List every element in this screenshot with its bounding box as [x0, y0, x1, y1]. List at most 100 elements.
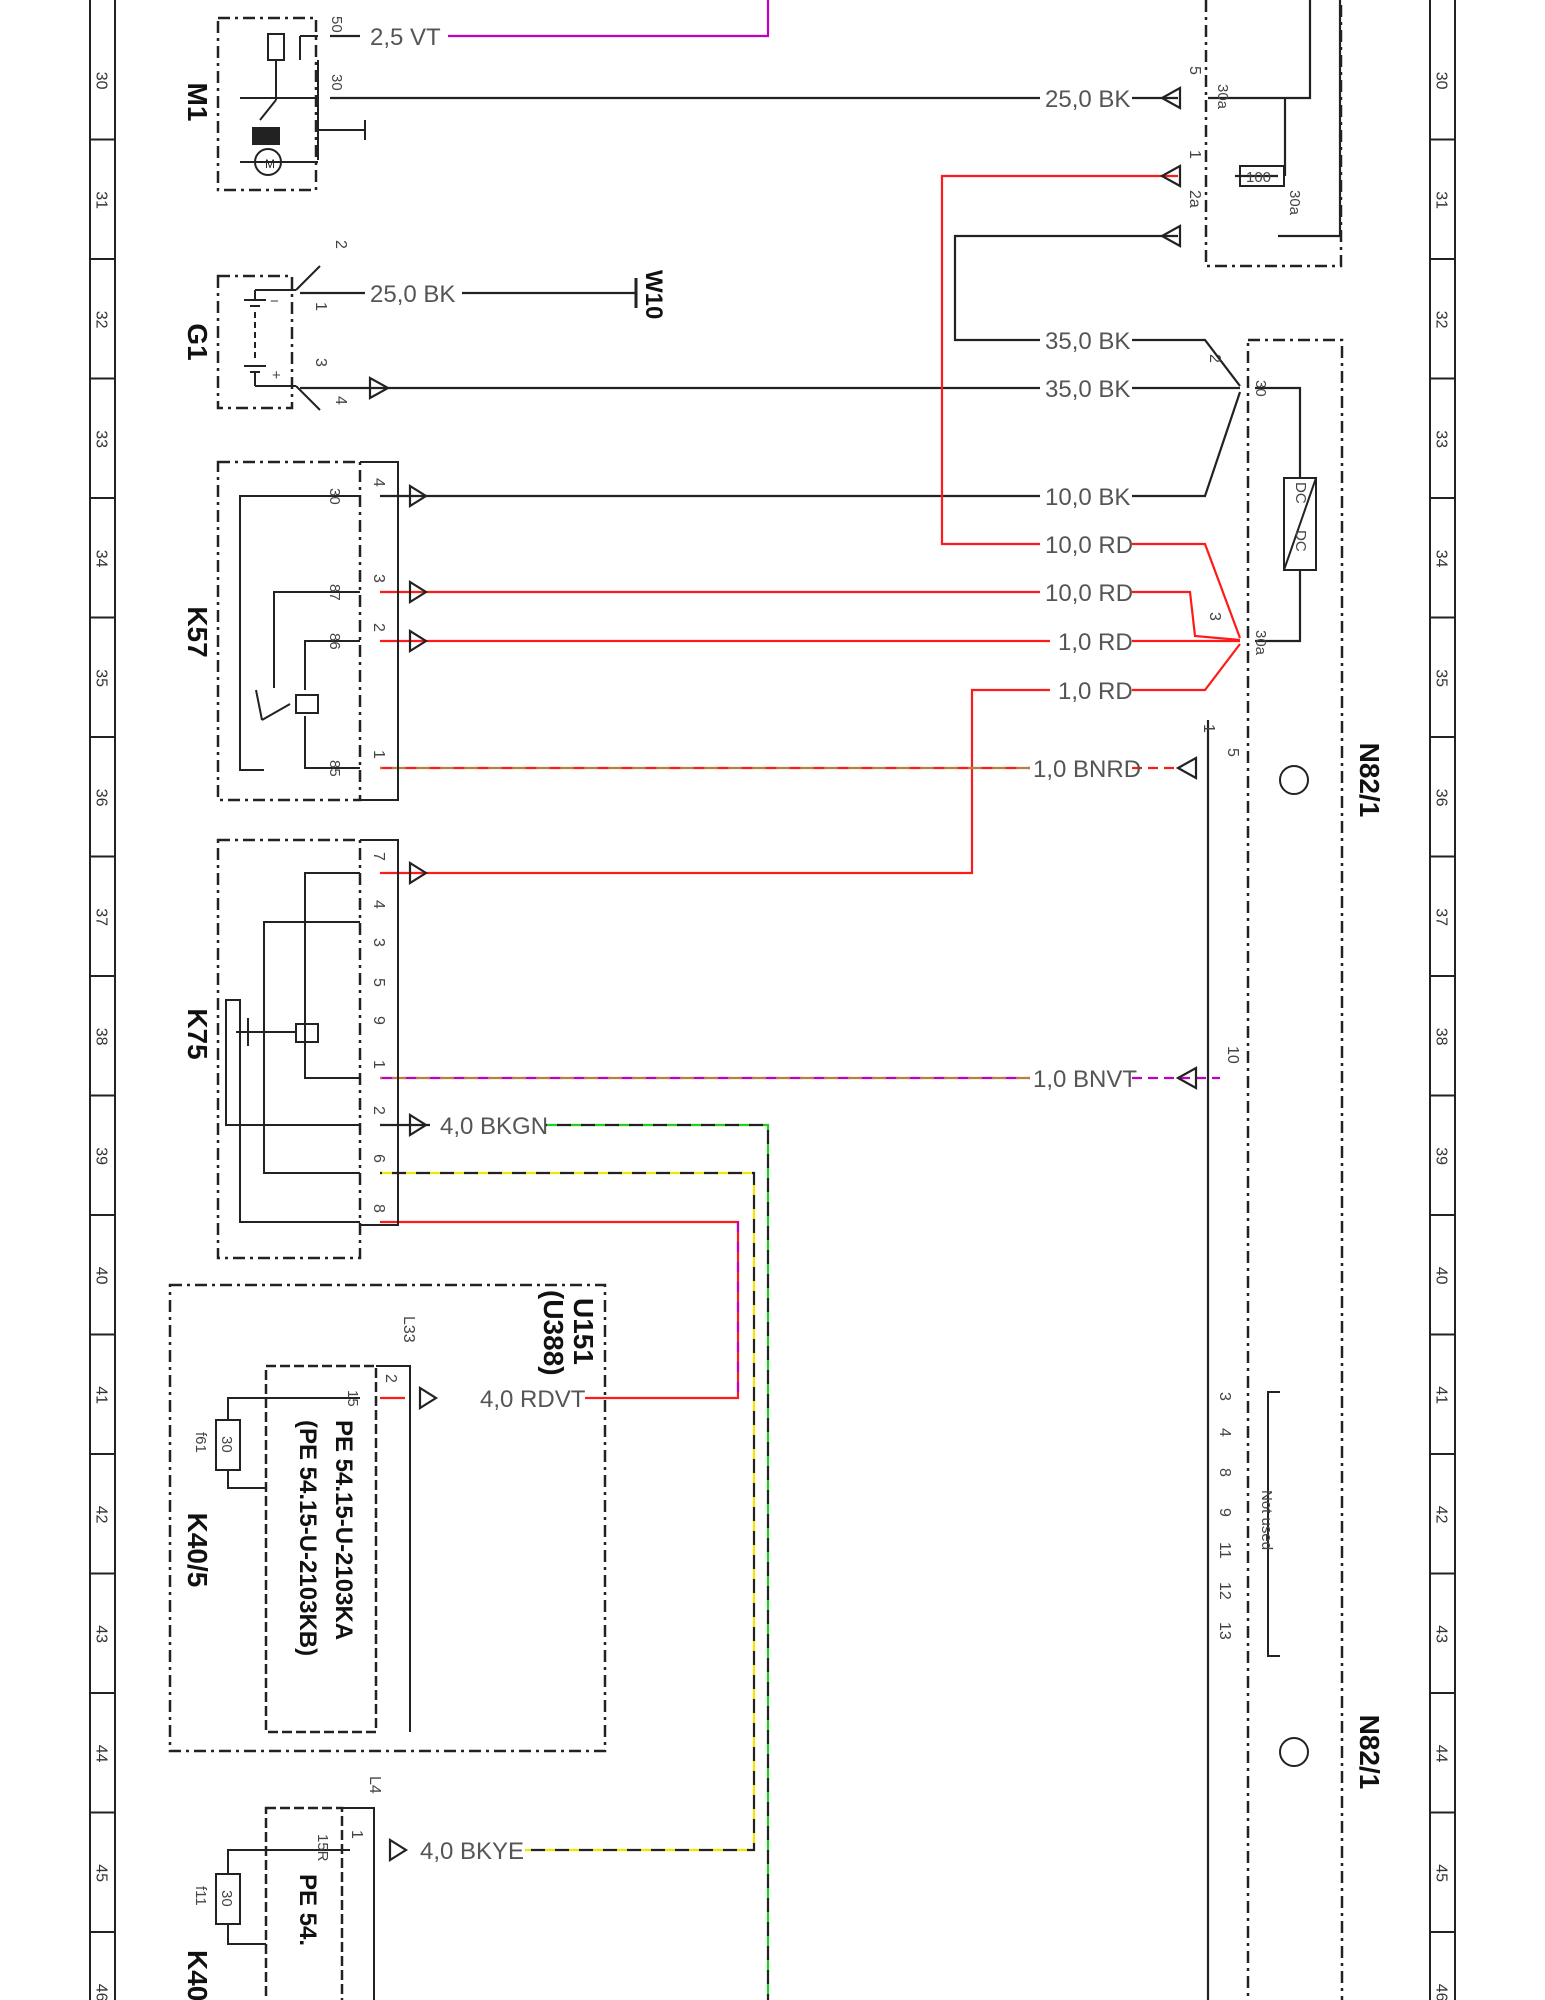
- n82-1-pin-3: 3: [1206, 612, 1223, 621]
- k40-5-pin: 2: [382, 1374, 399, 1383]
- zone-number: 33: [1433, 430, 1450, 448]
- k75-pin-4: 4: [370, 900, 387, 909]
- zone-number: 32: [93, 311, 110, 329]
- pe-ref-c: PE 54.: [294, 1874, 321, 1946]
- svg-text:4: 4: [1216, 1428, 1233, 1437]
- fuse-100: [1239, 165, 1285, 187]
- not-used-label: Not used: [1258, 1490, 1275, 1550]
- wire-k75-6: [380, 1171, 756, 1852]
- zone-number: 38: [1433, 1028, 1450, 1046]
- n82-1-box: [1246, 338, 1344, 2000]
- wire-label-k57-30: 10,0 BK: [1045, 484, 1130, 511]
- fuse-pin-1: 1: [1186, 150, 1203, 159]
- zone-number: 35: [1433, 669, 1450, 687]
- wire-label-m1-50: 2,5 VT: [370, 24, 441, 51]
- wire-m1-50: [448, 0, 770, 38]
- k40-label: K40: [182, 1950, 213, 2000]
- k40-5-fuse: [215, 1397, 360, 1489]
- zone-number: 44: [1433, 1745, 1450, 1763]
- k40-5-terminal: 15: [344, 1390, 361, 1407]
- k57-term-86: 86: [326, 633, 343, 650]
- k40-box: [264, 1806, 344, 2000]
- dc-bottom: DC: [1292, 530, 1309, 552]
- k75-pin-2: 2: [370, 1106, 387, 1115]
- svg-text:12: 12: [1216, 1582, 1233, 1600]
- g1-label: G1: [182, 323, 213, 360]
- zone-number: 42: [93, 1506, 110, 1524]
- k40-5-label: K40/5: [182, 1513, 213, 1588]
- k40-5-fuse-value: 30: [218, 1436, 235, 1453]
- k75-internals: [225, 872, 360, 1223]
- m1-label: M1: [182, 83, 213, 122]
- k75-pin-1: 1: [370, 1060, 387, 1069]
- arrow-heads: [368, 86, 1198, 1862]
- g1-pin-2: 2: [332, 240, 349, 249]
- fuse-pin-5: 5: [1186, 66, 1203, 75]
- zone-number: 44: [93, 1745, 110, 1763]
- zone-number: 39: [1433, 1147, 1450, 1165]
- svg-text:3: 3: [1216, 1392, 1233, 1401]
- m1-box: [216, 16, 318, 192]
- g1-pin-3: 3: [312, 358, 329, 367]
- k57-internals: [239, 495, 360, 771]
- zone-number: 36: [93, 789, 110, 807]
- n82-1-pin-10: 10: [1224, 1046, 1241, 1064]
- k57-pin-4: 4: [370, 478, 387, 487]
- zone-number: 33: [93, 430, 110, 448]
- zone-number: 34: [1433, 550, 1450, 568]
- n82-1-pin-1: 1: [1200, 724, 1217, 733]
- g1-box: [216, 274, 294, 410]
- k75-pin-7: 7: [370, 852, 387, 861]
- zone-number: 37: [1433, 908, 1450, 926]
- fuse-block-box: [1204, 0, 1343, 268]
- component-boxes: [168, 0, 1344, 2000]
- zone-number: 38: [93, 1028, 110, 1046]
- pe-ref-b: (PE 54.15-U-2103KB): [294, 1420, 321, 1656]
- motor-symbol: M: [265, 157, 275, 171]
- wires: [300, 0, 1342, 2000]
- n82-1-term-30: 30: [1252, 380, 1269, 397]
- pe-ref-a: PE 54.15-U-2103KA: [330, 1420, 357, 1640]
- k57-pin-1: 1: [370, 750, 387, 759]
- k75-pin-9: 9: [370, 1016, 387, 1025]
- k40-5-fuse-ref: f61: [192, 1432, 209, 1453]
- zone-number: 30: [1433, 72, 1450, 90]
- n82-1-pin-2: 2: [1206, 354, 1223, 363]
- fuse-100-value: 100: [1246, 169, 1271, 186]
- wire-label-k57-85: 1,0 BNRD: [1033, 756, 1141, 783]
- zone-number: 35: [93, 669, 110, 687]
- zone-number: 46: [1433, 1984, 1450, 2000]
- wire-label-rd-10a: 10,0 RD: [1045, 532, 1133, 559]
- n82-1-internals: [1279, 477, 1317, 1767]
- wire-label-k57-86: 1,0 RD: [1058, 629, 1133, 656]
- k75-label: K75: [182, 1008, 213, 1059]
- k57-box: [216, 460, 362, 802]
- wire-label-k40-5-15: 4,0 RDVT: [480, 1386, 586, 1413]
- n82-1-label-bottom: N82/1: [1354, 1715, 1385, 1790]
- wire-label-k40-15r: 4,0 BKYE: [420, 1838, 524, 1865]
- k75-pin-8: 8: [370, 1204, 387, 1213]
- wire-labels: 2,5 VT 25,0 BK 25,0 BK 35,0 BK 35,0 BK 1…: [362, 20, 1141, 1866]
- g1-minus: −: [270, 293, 279, 310]
- zone-number: 43: [93, 1625, 110, 1643]
- zone-number: 41: [1433, 1386, 1450, 1404]
- wire-label-top-35: 35,0 BK: [1045, 328, 1130, 355]
- n82-1-pin-5: 5: [1224, 748, 1241, 757]
- dc-top: DC: [1292, 482, 1309, 504]
- zone-number: 34: [93, 550, 110, 568]
- k57-pin-3: 3: [370, 574, 387, 583]
- zone-number: 45: [93, 1864, 110, 1882]
- svg-text:9: 9: [1216, 1508, 1233, 1517]
- zone-number: 31: [93, 191, 110, 209]
- zone-number: 40: [93, 1267, 110, 1285]
- m1-pin-50: 50: [328, 16, 345, 33]
- wire-k75-7: [380, 688, 1050, 875]
- svg-text:11: 11: [1216, 1542, 1233, 1559]
- wire-k75-2: [545, 1123, 770, 2000]
- zone-number: 40: [1433, 1267, 1450, 1285]
- k40-fuse-ref: f11: [192, 1886, 209, 1906]
- n82-1-term-30a: 30a: [1252, 630, 1269, 656]
